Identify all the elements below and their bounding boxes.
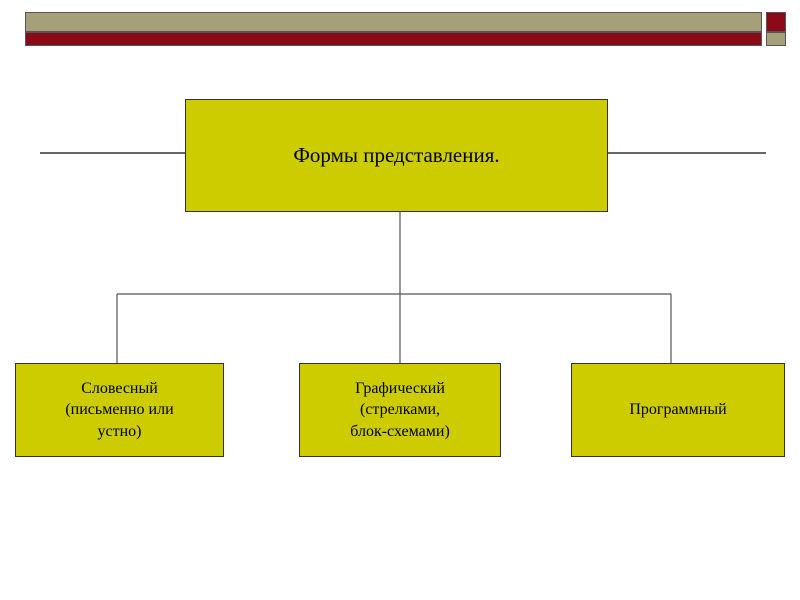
root-node-label: Формы представления. (293, 143, 500, 167)
header-olive-square (766, 32, 786, 46)
child-node-graphic: Графический (стрелками, блок-схемами) (299, 363, 501, 457)
child-node-program: Программный (571, 363, 785, 457)
child-node-label: Словесный (письменно или устно) (65, 379, 174, 440)
child-node-verbal: Словесный (письменно или устно) (15, 363, 224, 457)
root-node: Формы представления. (185, 99, 608, 212)
header-red-bar (25, 32, 762, 46)
header-olive-bar (25, 12, 762, 32)
header-red-square (766, 12, 786, 32)
child-node-label: Графический (стрелками, блок-схемами) (350, 379, 450, 440)
child-node-label: Программный (629, 401, 727, 419)
